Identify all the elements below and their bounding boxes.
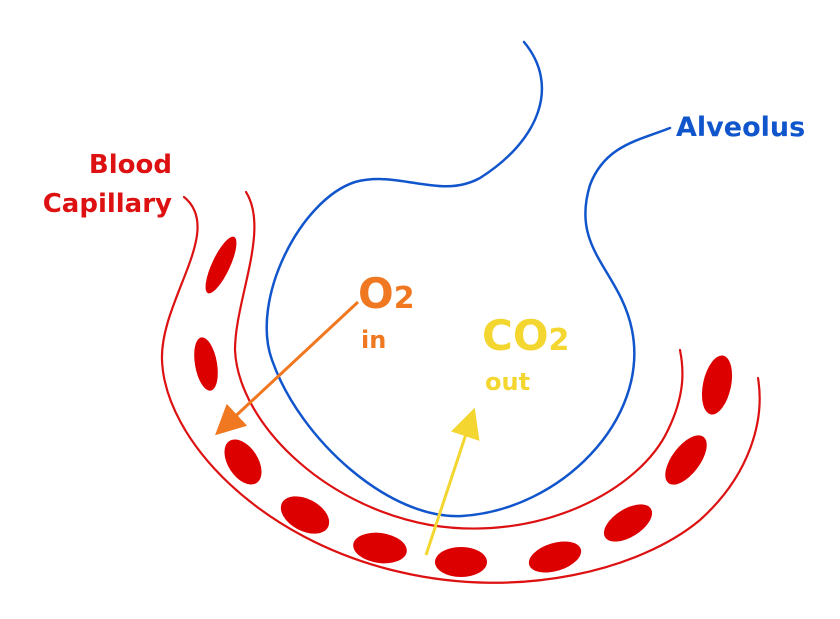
red-blood-cell [603,504,653,542]
capillary-label-line1: Blood [89,150,172,180]
red-blood-cell [194,337,218,391]
co2-note: out [485,368,530,396]
o2-label-main: O [358,269,394,318]
red-blood-cell [435,547,487,577]
co2-label-subscript: 2 [549,323,570,358]
alveolus-outline [265,40,672,518]
red-blood-cell [353,532,407,564]
co2-out-arrow [424,407,480,556]
co2-note-text: out [485,368,530,396]
capillary-label-line2: Capillary [43,189,172,219]
red-blood-cell [224,439,262,485]
red-blood-cell [701,355,733,415]
co2-label-main: CO [482,311,549,360]
capillary-label-line2-text: Capillary [43,189,172,219]
o2-note: in [361,326,386,354]
o2-label-subscript: 2 [394,281,415,316]
capillary-inner-wall [233,190,684,530]
o2-in-arrow [215,300,360,436]
alveolus-label: Alveolus [676,112,805,143]
co2-label: CO2 [482,311,569,360]
red-blood-cell [528,541,582,573]
red-blood-cell [205,236,237,294]
red-blood-cell [280,496,330,534]
red-blood-cells [194,236,733,577]
o2-note-text: in [361,326,386,354]
capillary-label-line1-text: Blood [89,150,172,180]
capillary-outer-wall [160,195,761,584]
o2-label: O2 [358,269,415,318]
alveolus-label-text: Alveolus [676,112,805,143]
red-blood-cell [665,435,707,485]
